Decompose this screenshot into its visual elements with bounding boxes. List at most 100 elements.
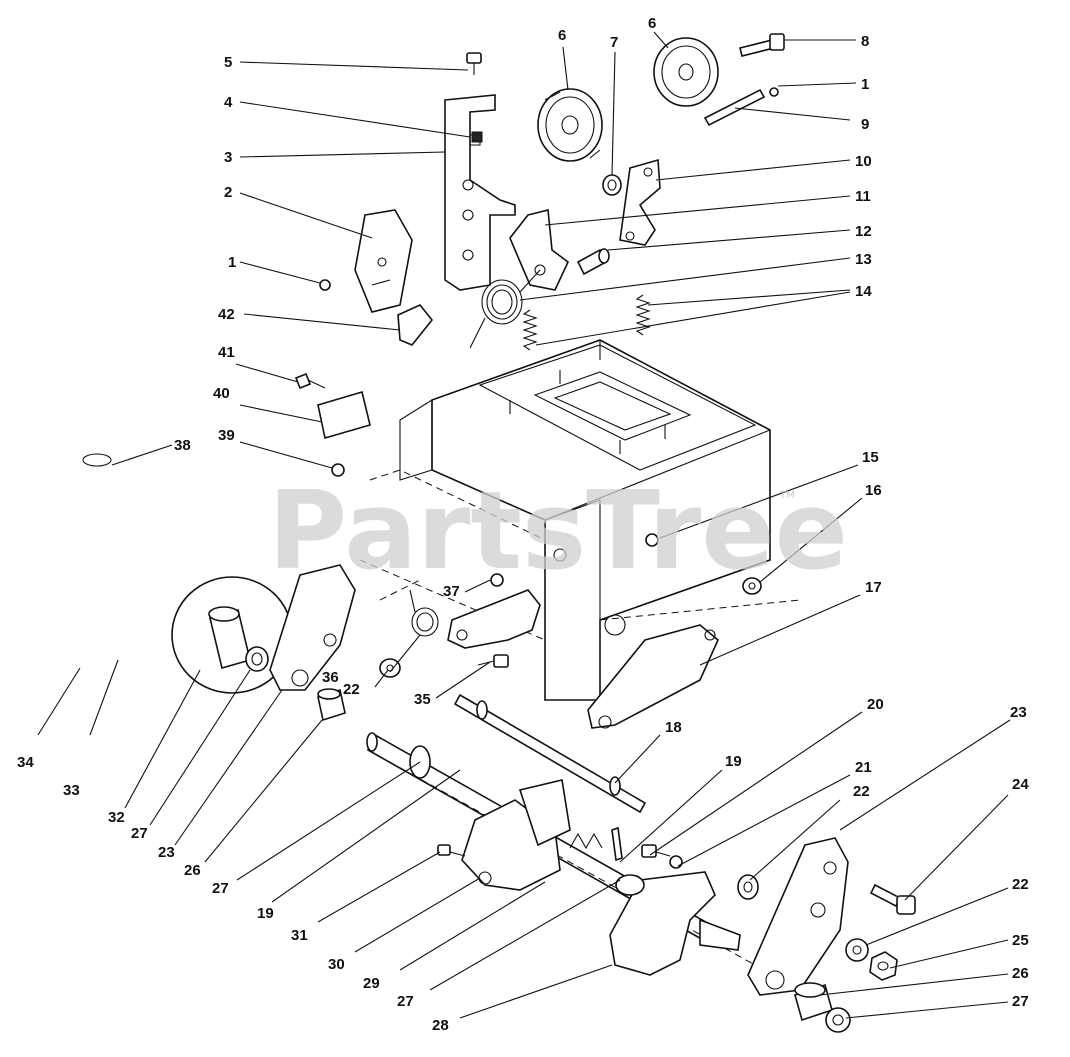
nut-39 xyxy=(331,463,345,477)
callout-labels: 5 4 3 2 1 42 41 40 39 38 6 7 6 8 1 9 10 … xyxy=(17,15,1029,1034)
callout-1-left: 1 xyxy=(228,254,236,271)
ring-38 xyxy=(82,453,112,467)
shaft-9 xyxy=(703,87,779,127)
screw-31 xyxy=(437,844,466,857)
bolt-24 xyxy=(869,883,916,915)
washer-27-right xyxy=(825,1007,851,1033)
callout-22-left: 22 xyxy=(343,681,360,698)
callout-21: 21 xyxy=(855,759,872,776)
watermark: PartsTree TM xyxy=(268,469,848,594)
parts-artwork xyxy=(82,33,916,1033)
callout-22-mid: 22 xyxy=(853,783,870,800)
callout-27-low: 27 xyxy=(397,993,414,1010)
washer-16 xyxy=(742,577,762,595)
spring-14-left xyxy=(522,309,538,351)
spacer-7 xyxy=(602,174,622,196)
idler-arm-10 xyxy=(619,158,661,246)
callout-16: 16 xyxy=(865,482,882,499)
nut-15 xyxy=(645,533,659,547)
screw-5 xyxy=(466,52,482,75)
callout-6-right: 6 xyxy=(648,15,656,32)
callout-41: 41 xyxy=(218,344,235,361)
callout-39: 39 xyxy=(218,427,235,444)
callout-27-right: 27 xyxy=(1012,993,1029,1010)
washer-22-right xyxy=(845,938,869,962)
callout-4: 4 xyxy=(224,94,233,111)
pin-19 xyxy=(611,826,623,862)
pulley-right xyxy=(653,37,719,107)
spring-36 xyxy=(409,589,439,637)
callout-17: 17 xyxy=(865,579,882,596)
callout-42: 42 xyxy=(218,306,235,323)
nut-25 xyxy=(869,951,898,981)
callout-18: 18 xyxy=(665,719,682,736)
callout-23-left: 23 xyxy=(158,844,175,861)
callout-26-left: 26 xyxy=(184,862,201,879)
gear-housing xyxy=(359,339,801,701)
nut-21 xyxy=(669,855,683,869)
callout-26-right: 26 xyxy=(1012,965,1029,982)
idler-bracket-11 xyxy=(509,208,569,291)
washer-22-mid xyxy=(737,874,759,900)
callout-1-right: 1 xyxy=(861,76,869,93)
shaft-18 xyxy=(453,693,647,814)
callout-13: 13 xyxy=(855,251,872,268)
bracket-part xyxy=(444,94,516,291)
nut-1-left xyxy=(319,279,331,291)
shift-arm-28 xyxy=(609,871,741,976)
callout-9: 9 xyxy=(861,116,869,133)
callout-15: 15 xyxy=(862,449,879,466)
torsion-spring-13 xyxy=(469,269,541,349)
bushing-12 xyxy=(576,248,610,276)
callout-3: 3 xyxy=(224,149,232,166)
callout-7: 7 xyxy=(610,34,618,51)
callout-8: 8 xyxy=(861,33,869,50)
callout-24: 24 xyxy=(1012,776,1029,793)
callout-23-right: 23 xyxy=(1010,704,1027,721)
bolt-35 xyxy=(477,654,509,668)
watermark-trademark: TM xyxy=(779,490,795,501)
bearing-housing-right xyxy=(747,837,849,996)
cover-plate-part xyxy=(354,209,413,313)
nut-4 xyxy=(471,131,483,143)
pulley-left xyxy=(537,88,603,162)
callout-14: 14 xyxy=(855,283,872,300)
bushing-26-right xyxy=(794,982,833,1022)
callout-11: 11 xyxy=(855,188,871,205)
spring-14-right xyxy=(635,294,651,336)
callout-40: 40 xyxy=(213,385,230,402)
drive-handle-17 xyxy=(587,624,719,729)
screw-37 xyxy=(490,573,504,587)
callout-35: 35 xyxy=(414,691,431,708)
callout-27-mid: 27 xyxy=(212,880,229,897)
callout-6-left: 6 xyxy=(558,27,566,44)
watermark-text: PartsTree xyxy=(268,469,848,594)
callout-31: 31 xyxy=(291,927,308,944)
callout-12: 12 xyxy=(855,223,872,240)
callout-20: 20 xyxy=(867,696,884,713)
callout-28: 28 xyxy=(432,1017,449,1034)
callout-34: 34 xyxy=(17,754,34,771)
callout-2: 2 xyxy=(224,184,232,201)
bolt-8 xyxy=(739,33,785,57)
decal-40 xyxy=(317,390,371,440)
leader-lines xyxy=(37,31,1011,1019)
callout-19-right: 19 xyxy=(725,753,742,770)
callout-36: 36 xyxy=(322,669,339,686)
washer-27-left xyxy=(245,646,269,672)
callout-5: 5 xyxy=(224,54,232,71)
shift-link xyxy=(447,589,541,649)
callout-25: 25 xyxy=(1012,932,1029,949)
washer-22-left xyxy=(379,658,401,678)
clip-part xyxy=(397,304,434,346)
gear-assembly xyxy=(461,779,603,891)
callout-30: 30 xyxy=(328,956,345,973)
screw-41 xyxy=(294,372,326,390)
callout-38: 38 xyxy=(174,437,191,454)
callout-22-right: 22 xyxy=(1012,876,1029,893)
callout-29: 29 xyxy=(363,975,380,992)
callout-19-left: 19 xyxy=(257,905,274,922)
callout-32: 32 xyxy=(108,809,125,826)
callout-27-left: 27 xyxy=(131,825,148,842)
